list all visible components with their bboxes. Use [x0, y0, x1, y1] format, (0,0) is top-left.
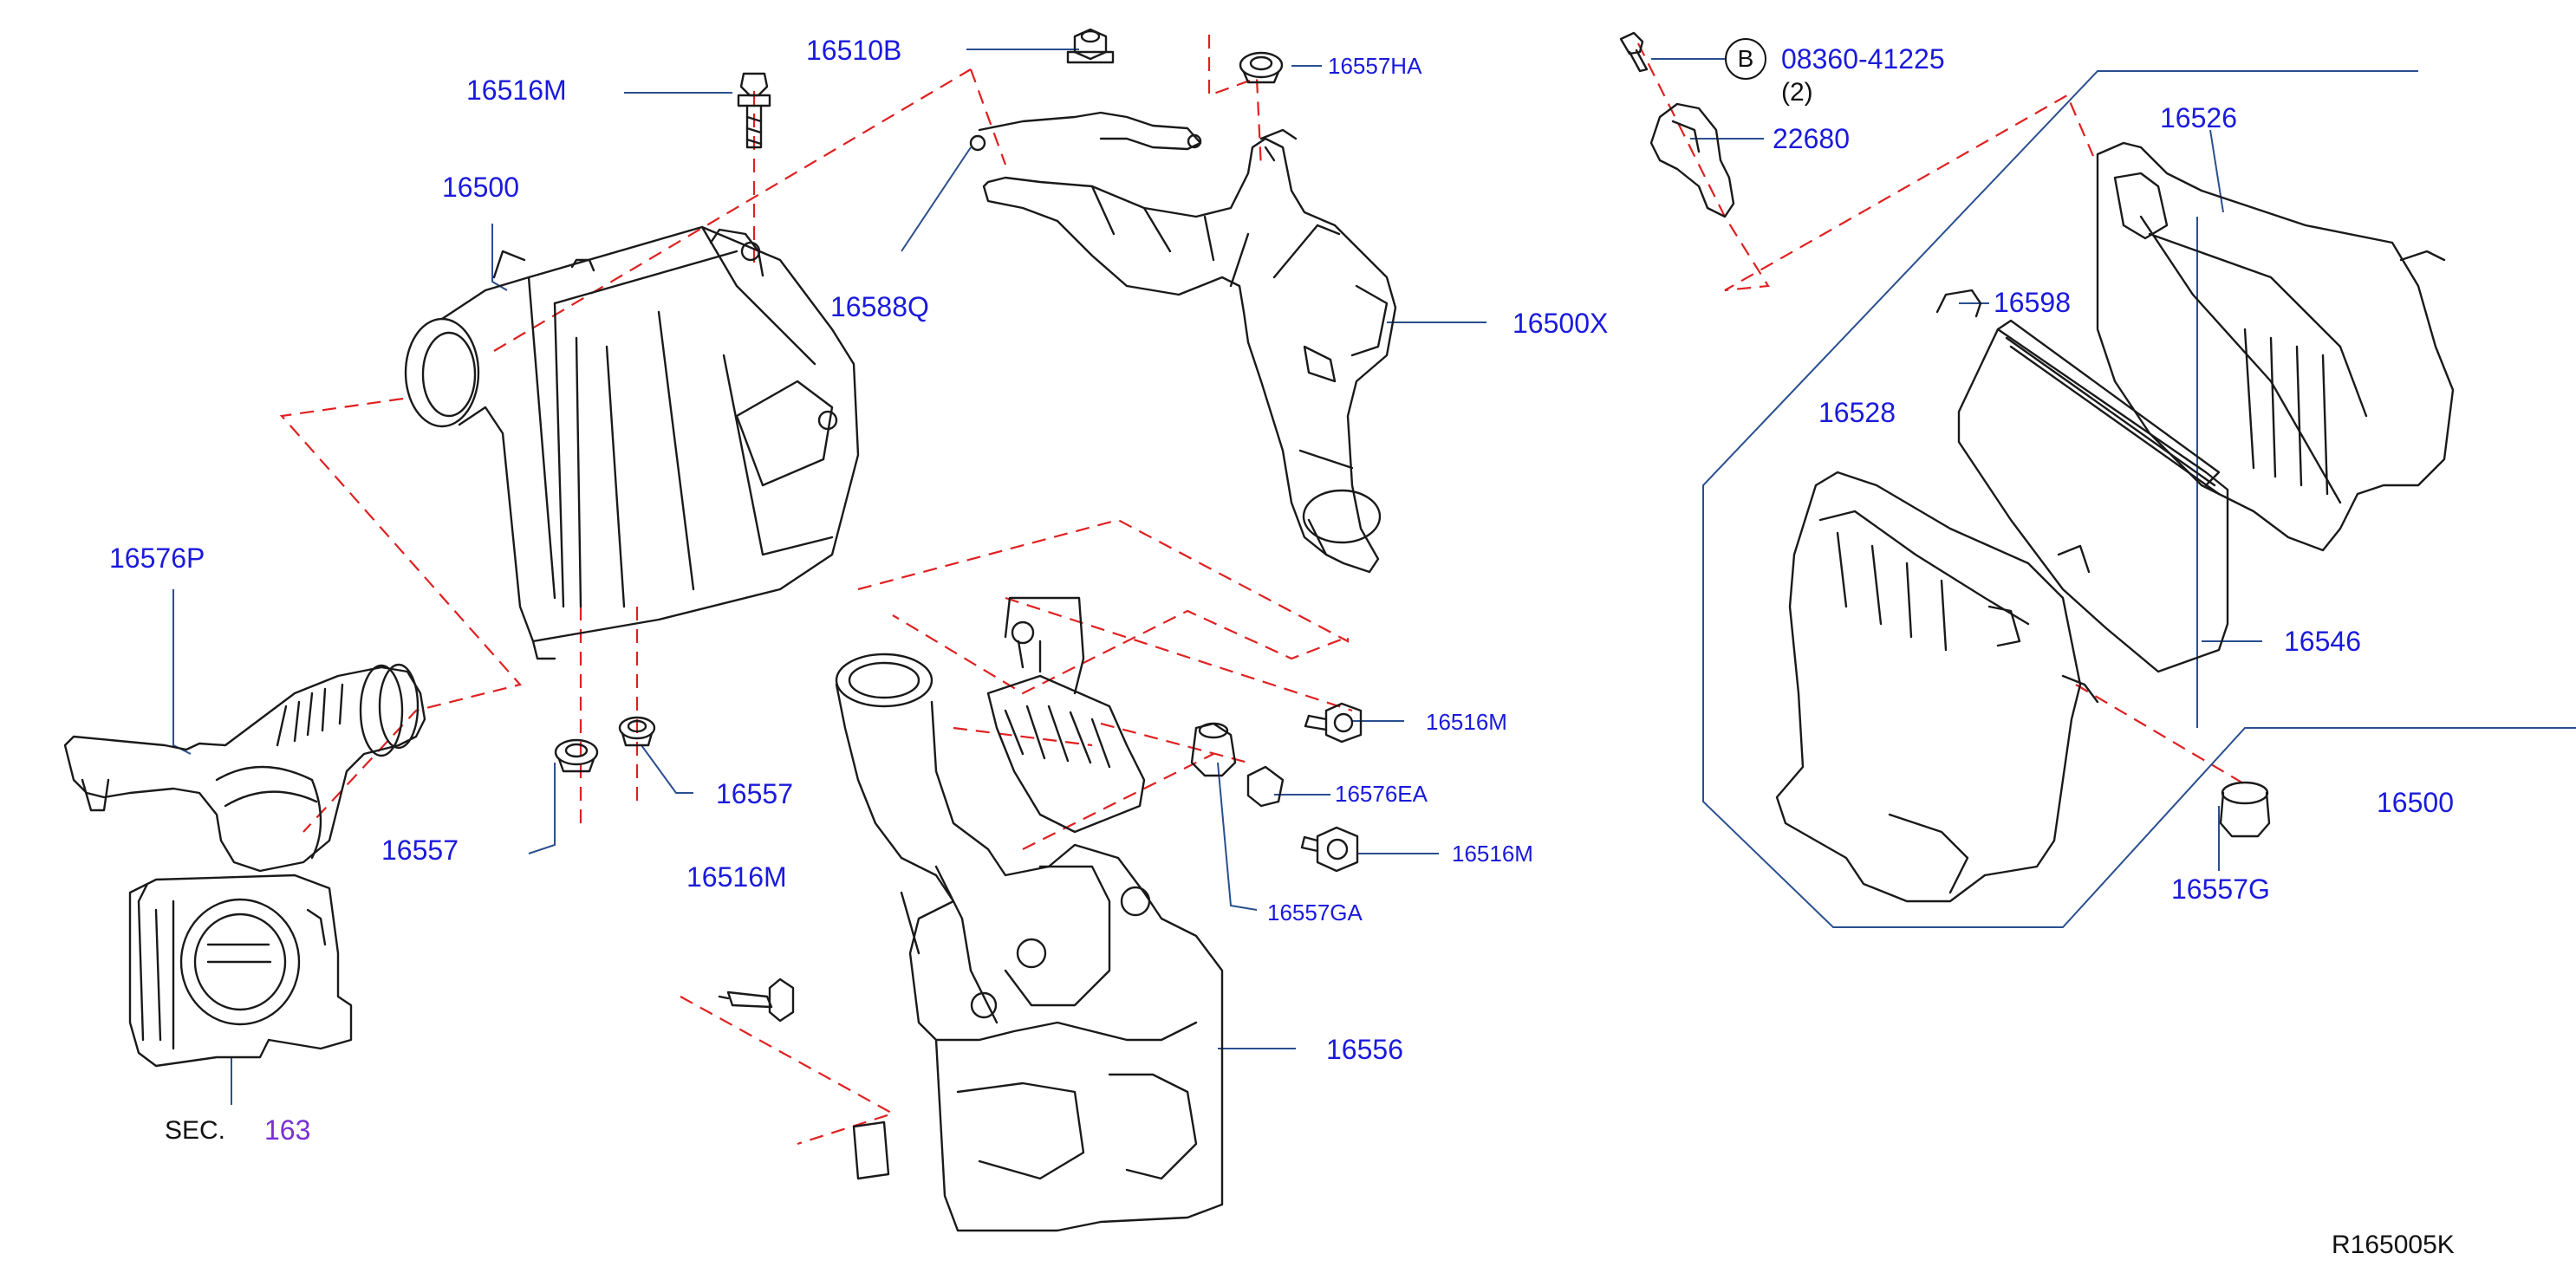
bolt-icon: [1300, 826, 1359, 873]
grommet-icon: [2219, 781, 2271, 838]
bolt-type-marker: B: [1725, 38, 1766, 80]
resonator-duct-16556: [835, 596, 1224, 1232]
intake-hose-16576p: [63, 663, 426, 873]
air-cleaner-lower-case-16528: [1775, 471, 2099, 903]
bolt-icon: [1304, 702, 1363, 744]
air-cleaner-upper-case-16526: [2096, 141, 2455, 552]
air-duct-16500x: [969, 111, 1397, 574]
bolt-icon: [718, 977, 795, 1023]
part-label-16557ha: 16557HA: [1328, 53, 1422, 79]
sensor-icon: [1649, 102, 1735, 218]
part-label-08360-41225: 08360-41225: [1781, 43, 1945, 75]
part-label-16576p: 16576P: [109, 542, 205, 574]
section-ref-link[interactable]: 163: [264, 1114, 311, 1146]
bolt-icon: [1619, 31, 1649, 73]
bolt-icon: [737, 72, 771, 149]
part-label-16516m-mid: 16516M: [1426, 709, 1507, 735]
part-label-16500-case: 16500: [442, 172, 519, 203]
throttle-body: [128, 874, 353, 1068]
part-label-16516m-top: 16516M: [466, 75, 567, 106]
grommet-icon: [1190, 722, 1237, 777]
part-label-16500x: 16500X: [1512, 308, 1609, 339]
air-cleaner-upper-case: [404, 225, 860, 660]
part-label-22680: 22680: [1773, 123, 1850, 154]
grommet-icon: [618, 716, 656, 747]
section-ref-prefix: SEC.: [165, 1116, 226, 1145]
part-label-16588q: 16588Q: [830, 291, 929, 322]
part-label-16557-right: 16557: [716, 778, 793, 809]
leader-lines: [172, 49, 2576, 1105]
grommet-icon: [1239, 51, 1284, 84]
drawing-code: R165005K: [2332, 1231, 2455, 1259]
part-label-16516m-lower: 16516M: [1452, 841, 1533, 867]
part-label-16510b: 16510B: [806, 35, 902, 66]
part-label-16528: 16528: [1818, 397, 1896, 428]
part-label-16557ga: 16557GA: [1267, 900, 1363, 926]
part-label-16557-left: 16557: [381, 835, 459, 866]
part-label-16516m-bolt: 16516M: [686, 861, 787, 893]
part-line-art: [63, 28, 2455, 1232]
clip-icon: [1935, 289, 1982, 318]
air-filter-element-16546: [1957, 319, 2229, 673]
quantity-label: (2): [1781, 78, 1813, 107]
part-label-16526: 16526: [2160, 102, 2237, 133]
assembly-dash-lines: [279, 35, 2246, 1146]
part-label-16546: 16546: [2284, 626, 2361, 657]
part-label-16598: 16598: [1994, 287, 2071, 318]
grommet-icon: [554, 738, 599, 773]
part-label-16556: 16556: [1326, 1034, 1403, 1065]
part-label-16557g: 16557G: [2171, 874, 2270, 905]
clip-icon: [1246, 765, 1285, 808]
nut-icon: [1066, 28, 1115, 64]
part-label-16500-assembly: 16500: [2377, 787, 2454, 818]
part-label-16576ea: 16576EA: [1335, 781, 1428, 807]
